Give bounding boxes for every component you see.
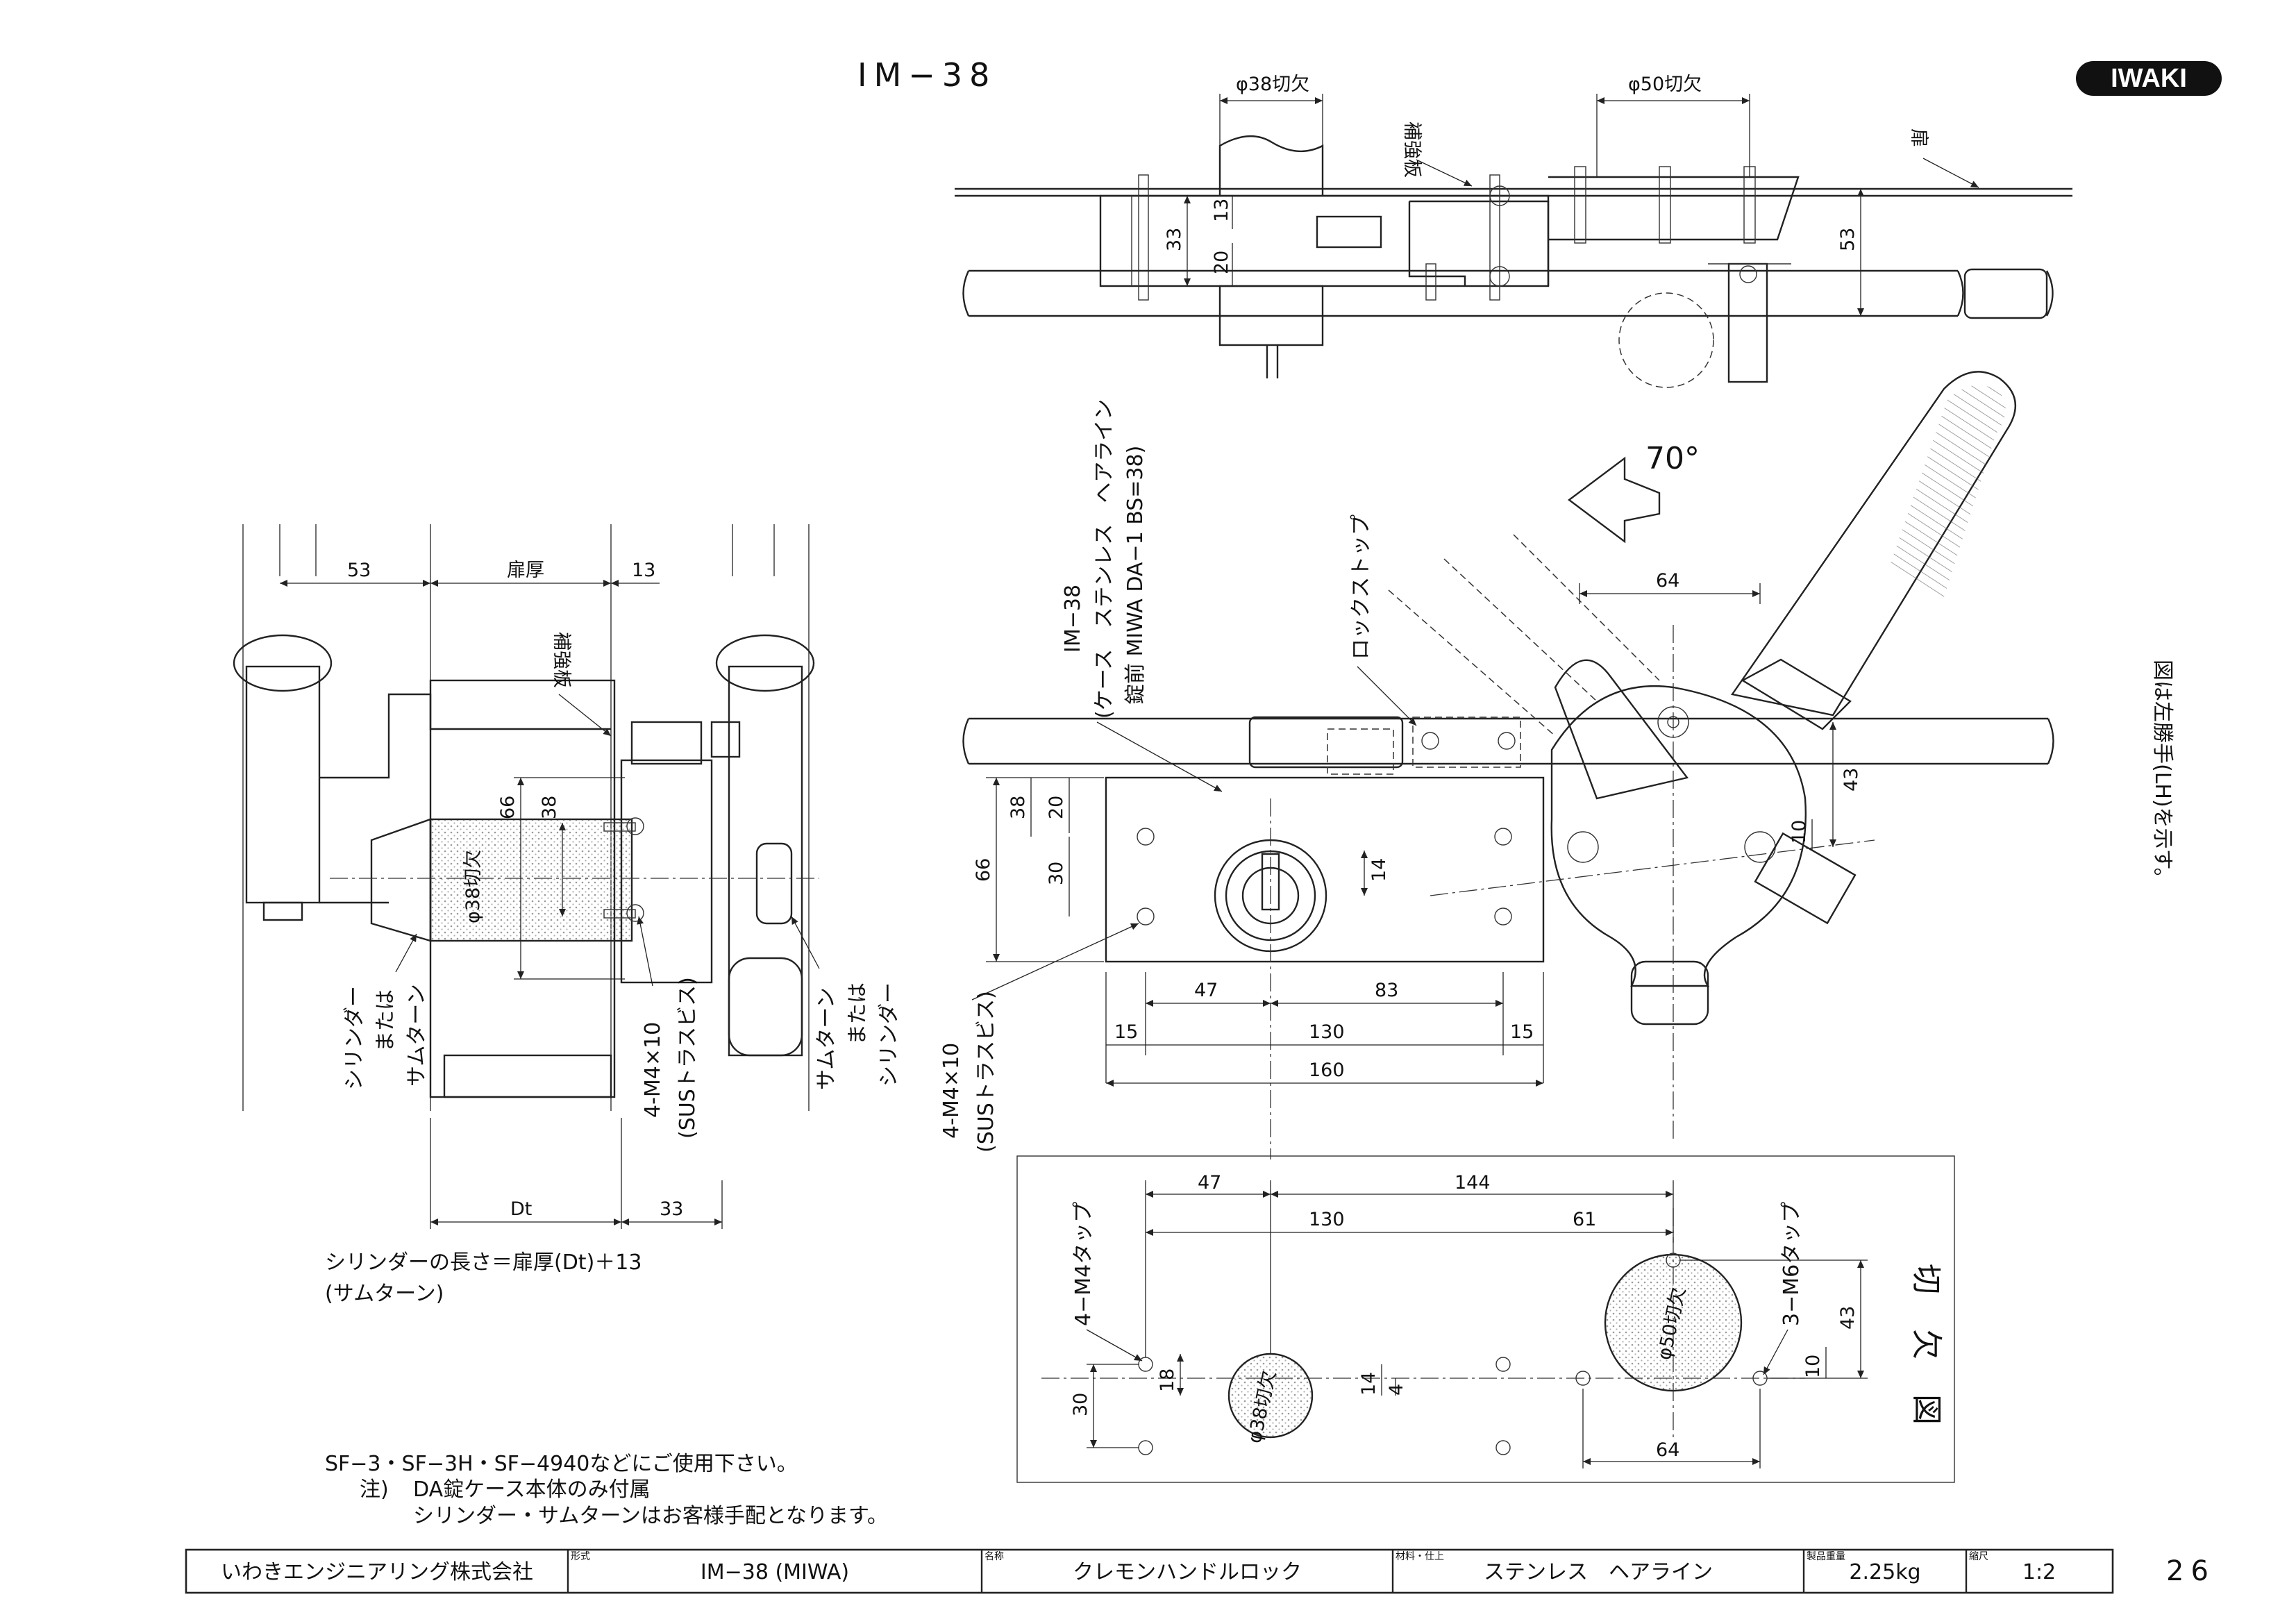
cutout-view-label: 切 欠 図	[1909, 1264, 1944, 1437]
side-right-label-2: または	[846, 982, 870, 1045]
cut-dim-18: 18	[1157, 1368, 1178, 1392]
cut-dim-64: 64	[1656, 1439, 1679, 1461]
note-cylinder-length-sub: (サムターン)	[325, 1282, 444, 1306]
front-dim-30: 30	[1046, 862, 1067, 885]
cut-dim-43: 43	[1837, 1306, 1859, 1330]
note-1: DA錠ケース本体のみ付属	[413, 1477, 651, 1502]
front-dim-10: 10	[1788, 820, 1810, 844]
side-dim-dt: Dt	[510, 1198, 532, 1220]
note-prefix: 注)	[360, 1477, 389, 1502]
cutout-view: 47 144 130 61 4−M4タップ 3−M6タップ 30 18 14 4…	[1016, 1155, 1955, 1483]
cut-dim-30: 30	[1070, 1393, 1091, 1416]
front-dim-38: 38	[1007, 796, 1029, 819]
callout-model: IM−38	[1061, 585, 1085, 653]
side-left-label-1: シリンダー	[342, 986, 367, 1090]
callout-lock: 錠前 MIWA DA−1 BS=38)	[1123, 446, 1148, 705]
callout-case: (ケース ステンレス ヘアライン	[1092, 399, 1116, 719]
cut-dim-144: 144	[1455, 1172, 1491, 1194]
top-cut38-label: φ38切欠	[1236, 74, 1309, 95]
angle-label: 70°	[1645, 441, 1700, 476]
tb-model: IM−38 (MIWA)	[701, 1560, 849, 1584]
front-dim-15-right: 15	[1510, 1021, 1534, 1043]
drawing-title: IM−38	[857, 56, 996, 94]
front-dim-20: 20	[1046, 796, 1067, 819]
note-usage: SF−3・SF−3H・SF−4940などにご使用下さい。	[325, 1452, 798, 1476]
top-reinforce-label: 補強板	[1401, 122, 1423, 178]
front-dim-47: 47	[1194, 980, 1218, 1001]
note-cylinder-length: シリンダーの長さ＝扉厚(Dt)＋13	[325, 1250, 642, 1275]
cut-dim-61: 61	[1573, 1209, 1596, 1230]
side-left-label-2: または	[374, 989, 398, 1052]
cut-tap-m6: 3−M6タップ	[1779, 1202, 1804, 1326]
front-dim-15-left: 15	[1114, 1021, 1138, 1043]
lockstop-label: ロックストップ	[1349, 514, 1373, 660]
top-dim-13: 13	[1211, 199, 1232, 222]
front-dim-14: 14	[1368, 858, 1390, 882]
front-screw-type: (SUSトラスビス)	[974, 991, 998, 1153]
hand-note: 図は左勝手(LH)を示す。	[2150, 660, 2175, 889]
front-dim-130: 130	[1309, 1021, 1345, 1043]
tb-scale: 1:2	[2022, 1560, 2056, 1584]
front-dim-64: 64	[1656, 570, 1679, 592]
cut-dim-130: 130	[1309, 1209, 1345, 1230]
side-view: 53 扉厚 13 補強板 66 38 φ38切欠 シリンダー または サムターン…	[233, 524, 901, 1229]
front-dim-160: 160	[1309, 1060, 1345, 1081]
tb-name-caption: 名称	[984, 1551, 1004, 1562]
side-cut38-label: φ38切欠	[462, 850, 484, 923]
tb-company: いわきエンジニアリング株式会社	[221, 1560, 533, 1584]
top-view: φ38切欠 φ50切欠 補強板 扉 33 13 20 53	[955, 74, 2072, 388]
title-block: いわきエンジニアリング株式会社 形式 IM−38 (MIWA) 名称 クレモンハ…	[185, 1548, 2215, 1594]
front-view: 70° IM−38 (ケース ステンレス ヘアライン 錠前 MIWA DA−1 …	[939, 371, 2054, 1160]
top-dim-53: 53	[1837, 228, 1859, 251]
header: IM−38 IWAKI	[857, 56, 2222, 96]
note-2: シリンダー・サムターンはお客様手配となります。	[413, 1504, 888, 1528]
cut-dim-47: 47	[1198, 1172, 1221, 1194]
side-dim-38: 38	[539, 796, 560, 819]
side-screw-spec: 4-M4×10	[641, 1022, 665, 1118]
side-screw-type: (SUSトラスビス)	[676, 977, 700, 1139]
tb-scale-caption: 縮尺	[1969, 1551, 1988, 1562]
tb-material: ステンレス ヘアライン	[1484, 1560, 1713, 1584]
front-dim-66: 66	[973, 858, 994, 882]
side-reinforce-label: 補強板	[551, 632, 572, 688]
side-dim-13: 13	[632, 560, 655, 581]
top-dim-33: 33	[1164, 228, 1185, 251]
cut-dim-14: 14	[1358, 1372, 1380, 1396]
side-dim-33: 33	[660, 1198, 683, 1220]
top-dim-20: 20	[1211, 251, 1232, 274]
front-dim-43: 43	[1841, 768, 1862, 792]
page-number: 26	[2166, 1555, 2215, 1587]
cut-dim-10: 10	[1802, 1355, 1824, 1378]
front-screw-spec: 4-M4×10	[939, 1043, 964, 1139]
side-right-label-1: サムターン	[814, 987, 839, 1090]
iwaki-logo: IWAKI	[2076, 61, 2222, 96]
side-right-label-3: シリンダー	[877, 982, 901, 1087]
side-dim-53: 53	[347, 560, 371, 581]
top-cut50-label: φ50切欠	[1628, 74, 1702, 95]
cut-tap-m4: 4−M4タップ	[1071, 1202, 1096, 1326]
notes: シリンダーの長さ＝扉厚(Dt)＋13 (サムターン) SF−3・SF−3H・SF…	[325, 1250, 888, 1528]
side-dim-66: 66	[497, 796, 519, 819]
side-door-thickness: 扉厚	[507, 560, 544, 581]
front-dim-83: 83	[1375, 980, 1398, 1001]
side-left-label-3: サムターン	[405, 984, 429, 1087]
tb-weight: 2.25kg	[1849, 1560, 1920, 1584]
brand-label: IWAKI	[2111, 64, 2187, 93]
cut-dim-4: 4	[1386, 1384, 1407, 1396]
tb-model-caption: 形式	[571, 1551, 590, 1562]
tb-weight-caption: 製品重量	[1807, 1551, 1845, 1562]
top-door-label: 扉	[1908, 128, 1929, 147]
tb-name: クレモンハンドルロック	[1073, 1560, 1302, 1584]
tb-material-caption: 材料・仕上	[1396, 1551, 1444, 1562]
